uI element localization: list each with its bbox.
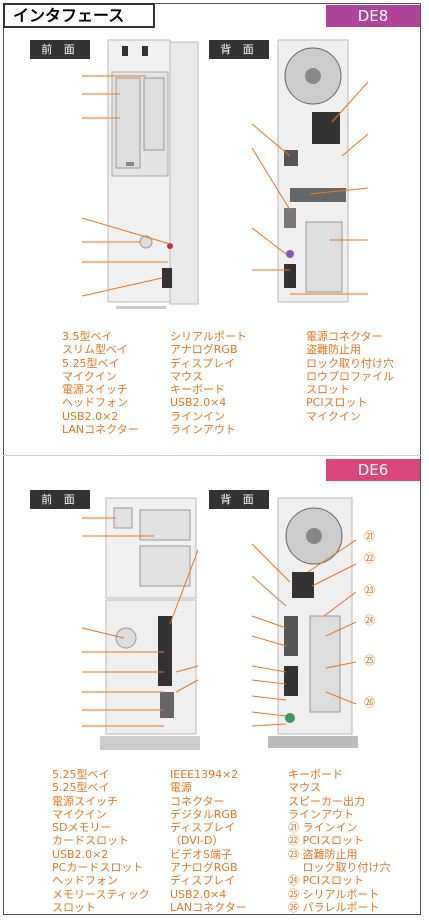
legend-item: 電源コネクター [306, 330, 383, 343]
callout-23: ㉓ [364, 584, 375, 597]
legend-item: IEEE1394×2 [170, 768, 239, 781]
callout-22: ㉒ [364, 552, 375, 565]
legend-item: コネクター [170, 794, 225, 808]
page-title: インタフェース [3, 3, 155, 28]
legend-item: PCIスロット [306, 396, 368, 410]
callout-21: ㉑ [364, 530, 375, 543]
legend-item: ラインアウト [170, 423, 236, 437]
legend-item: 電源 [170, 781, 192, 795]
legend-item: ㉒ PCIスロット [288, 834, 365, 848]
legend-item: 電源スイッチ [62, 383, 128, 397]
legend-item: マウス [170, 369, 203, 383]
callout-24: ㉔ [364, 614, 375, 627]
legend-item: ディスプレイ [170, 821, 236, 835]
legend-item: ㉖ パラレルポート [288, 900, 380, 914]
legend-item: LANコネクター [170, 900, 247, 914]
legend-item: USB2.0×4 [170, 887, 227, 901]
legend-item: マイクイン [306, 409, 361, 423]
legend-item: キーボード [288, 768, 343, 781]
de8-front-photo [81, 39, 199, 309]
legend-item: スピーカー出力 [288, 794, 365, 808]
legend-item: ロック取り付け穴 [306, 356, 394, 370]
legend-item: ヘッドフォン [62, 396, 128, 410]
legend-item: ビデオS端子 [170, 847, 232, 861]
legend-item: USB2.0×2 [52, 847, 109, 861]
section-divider [3, 455, 421, 456]
legend-item: SDメモリー [52, 821, 112, 835]
model-badge-de8: DE8 [326, 5, 420, 27]
legend-item: スリム型ベイ [62, 343, 128, 357]
legend-item: マイクイン [62, 369, 117, 383]
legend-item: 5.25型ベイ [52, 768, 110, 781]
legend-item: マイクイン [52, 807, 107, 821]
legend-item: 電源スイッチ [52, 794, 118, 808]
legend-item: （DVI-D） [170, 834, 224, 848]
de6-front-label: 前 面 [30, 490, 90, 509]
legend-item: ㉔ PCIスロット [288, 874, 365, 888]
de6-back-label: 背 面 [209, 490, 269, 509]
legend-item: LANコネクター [62, 423, 139, 437]
legend-item: ㉑ ラインイン [288, 821, 358, 835]
legend-item: アナログRGB [170, 861, 238, 875]
legend-item: シリアルポート [170, 330, 247, 343]
legend-item: ディスプレイ [170, 356, 236, 370]
legend-item: キーボード [170, 383, 225, 397]
legend-item: 5.25型ベイ [62, 356, 120, 370]
legend-item: ディスプレイ [170, 874, 236, 888]
legend-item: ラインアウト [288, 807, 354, 821]
legend-item: 5.25型ベイ [52, 781, 110, 795]
legend-item: マウス [288, 781, 321, 795]
legend-item: PCカードスロット [52, 861, 144, 875]
de8-back-photo [251, 39, 369, 303]
de6-back-photo [251, 497, 358, 748]
legend-item: アナログRGB [170, 343, 238, 357]
legend-item: USB2.0×4 [170, 396, 227, 410]
legend-item: ロック取り付け穴 [288, 861, 391, 875]
legend-item: スロット [306, 383, 350, 397]
legend-item: ヘッドフォン [52, 874, 118, 888]
legend-item: 3.5型ベイ [62, 330, 113, 343]
callout-26: ㉖ [364, 696, 375, 709]
model-badge-de6: DE6 [326, 459, 420, 481]
legend-item: デジタルRGB [170, 807, 238, 821]
legend-item: スロット [52, 900, 96, 914]
de8-front-label: 前 面 [30, 40, 90, 59]
legend-item: ロウプロファイル [306, 369, 394, 383]
de8-back-label: 背 面 [209, 40, 269, 59]
legend-item: カードスロット [52, 834, 129, 848]
legend-item: 盗難防止用 [306, 343, 361, 357]
callout-25: ㉕ [364, 654, 375, 667]
legend-item: メモリースティック [52, 887, 150, 901]
de6-front-photo [81, 497, 200, 750]
legend-item: ㉕ シリアルポート [288, 887, 380, 901]
legend-item: ㉓ 盗難防止用 [288, 847, 358, 861]
legend-item: USB2.0×2 [62, 409, 119, 423]
legend-item: ラインイン [170, 409, 225, 423]
